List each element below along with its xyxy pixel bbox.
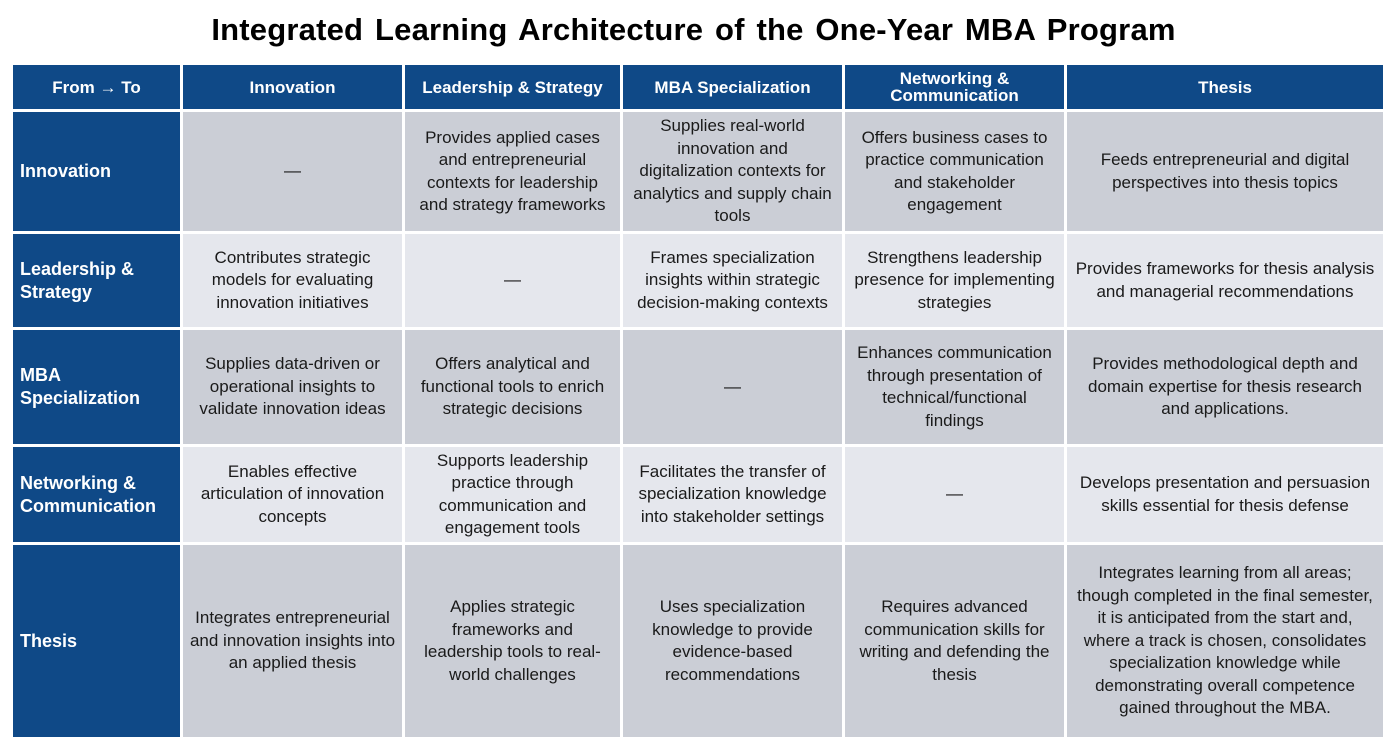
- relationship-matrix: From → To Innovation Leadership & Strate…: [10, 62, 1386, 740]
- table-cell: Facilitates the transfer of specializati…: [620, 444, 845, 545]
- table-row-networking-communication: Networking & Communication Enables effec…: [10, 444, 1386, 545]
- table-cell: Contributes strategic models for evaluat…: [180, 231, 405, 330]
- page-title: Integrated Learning Architecture of the …: [211, 12, 1176, 47]
- table-cell: Enables effective articulation of innova…: [180, 444, 405, 545]
- column-header-thesis: Thesis: [1064, 62, 1386, 112]
- table-row-mba-specialization: MBA Specialization Supplies data-driven …: [10, 327, 1386, 447]
- table-cell: Supplies real-world innovation and digit…: [620, 109, 845, 234]
- table-cell: Provides methodological depth and domain…: [1064, 327, 1386, 447]
- column-header-mba-specialization: MBA Specialization: [620, 62, 845, 112]
- table-cell: Supports leadership practice through com…: [402, 444, 623, 545]
- table-cell: Provides frameworks for thesis analysis …: [1064, 231, 1386, 330]
- row-header-mba-specialization: MBA Specialization: [10, 327, 183, 447]
- table-cell: Integrates entrepreneurial and innovatio…: [180, 542, 405, 740]
- row-header-thesis: Thesis: [10, 542, 183, 740]
- table-cell: Applies strategic frameworks and leaders…: [402, 542, 623, 740]
- table-cell: Enhances communication through presentat…: [842, 327, 1067, 447]
- table-cell: Supplies data-driven or operational insi…: [180, 327, 405, 447]
- table-cell: Offers business cases to practice commun…: [842, 109, 1067, 234]
- table-cell: —: [402, 231, 623, 330]
- row-header-innovation: Innovation: [10, 109, 183, 234]
- table-cell: Strengthens leadership presence for impl…: [842, 231, 1067, 330]
- table-cell: —: [180, 109, 405, 234]
- table-cell: Frames specialization insights within st…: [620, 231, 845, 330]
- table-cell: —: [842, 444, 1067, 545]
- table-cell: Develops presentation and persuasion ski…: [1064, 444, 1386, 545]
- table-cell: Feeds entrepreneurial and digital perspe…: [1064, 109, 1386, 234]
- column-header-leadership-strategy: Leadership & Strategy: [402, 62, 623, 112]
- column-header-networking-communication: Networking & Communication: [842, 62, 1067, 112]
- column-header-innovation: Innovation: [180, 62, 405, 112]
- table-cell: Provides applied cases and entrepreneuri…: [402, 109, 623, 234]
- table-row-thesis: Thesis Integrates entrepreneurial and in…: [10, 542, 1386, 740]
- row-header-networking-communication: Networking & Communication: [10, 444, 183, 545]
- table-row-leadership-strategy: Leadership & Strategy Contributes strate…: [10, 231, 1386, 330]
- table-cell: —: [620, 327, 845, 447]
- table-cell: Offers analytical and functional tools t…: [402, 327, 623, 447]
- column-header-from-to: From → To: [10, 62, 183, 112]
- table-cell: Requires advanced communication skills f…: [842, 542, 1067, 740]
- row-header-leadership-strategy: Leadership & Strategy: [10, 231, 183, 330]
- table-cell: Uses specialization knowledge to provide…: [620, 542, 845, 740]
- table-cell: Integrates learning from all areas; thou…: [1064, 542, 1386, 740]
- header-row: From → To Innovation Leadership & Strate…: [10, 62, 1386, 112]
- table-row-innovation: Innovation — Provides applied cases and …: [10, 109, 1386, 234]
